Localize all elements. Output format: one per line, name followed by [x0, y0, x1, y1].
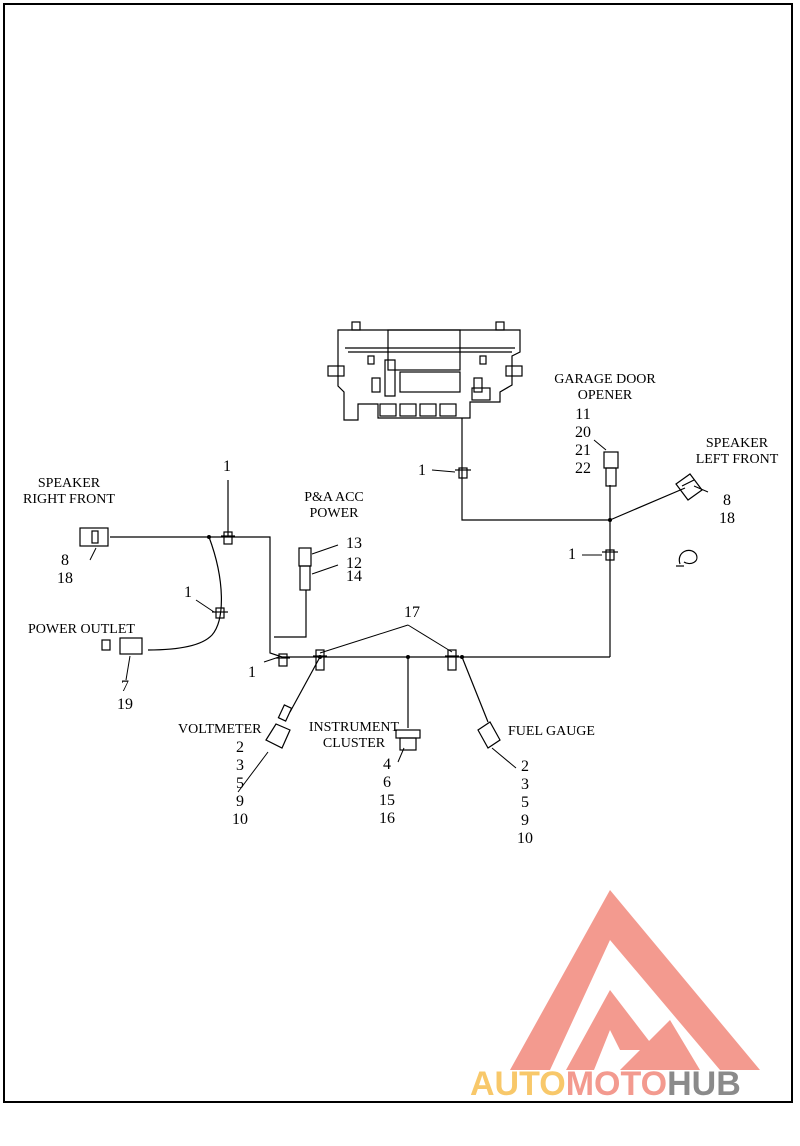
label-power-outlet: POWER OUTLET: [28, 622, 135, 637]
callouts-garage: 11 20 21 22: [575, 406, 591, 477]
callouts-outlet: 7 19: [117, 678, 133, 713]
loose-clip: [676, 549, 698, 567]
callouts-fuel: 2 3 5 9 10: [517, 758, 533, 847]
brand-hub: HUB: [667, 1065, 741, 1103]
label-instrument-cluster: INSTRUMENT CLUSTER: [308, 720, 400, 751]
callout-1-top: 1: [223, 458, 231, 475]
clip-1-upper-left: [221, 531, 235, 545]
connector-speaker-right: [79, 527, 109, 547]
label-fuel-gauge: FUEL GAUGE: [508, 724, 595, 739]
console-bracket: [327, 321, 523, 421]
connector-pa-acc: [298, 547, 312, 591]
callout-1-left: 1: [184, 584, 192, 601]
connector-garage: [603, 451, 619, 487]
callout-17: 17: [404, 604, 420, 621]
callout-1-right: 1: [568, 546, 576, 563]
clip-1-left-mid: [212, 607, 228, 619]
label-voltmeter: VOLTMETER: [178, 722, 262, 737]
callout-13: 13: [346, 535, 362, 552]
clip-1-top: [455, 467, 471, 479]
harness-wires: [110, 418, 686, 728]
clip-1-right: [602, 549, 618, 561]
label-speaker-left-front: SPEAKER LEFT FRONT: [695, 436, 779, 467]
callouts-speaker-right: 8 18: [57, 552, 73, 587]
brand-auto: AUTO: [470, 1065, 566, 1103]
callout-14: 14: [346, 568, 362, 585]
callouts-voltmeter: 2 3 5 9 10: [232, 739, 248, 828]
connector-speaker-left: [675, 473, 703, 501]
clip-17-right: [445, 649, 459, 671]
label-garage-door-opener: GARAGE DOOR OPENER: [554, 372, 656, 403]
connector-outlet: [101, 637, 143, 655]
callout-12: 12: [346, 555, 362, 572]
callouts-speaker-left: 8 18: [719, 492, 735, 527]
leader-lines: [89, 439, 709, 793]
callout-1-upper: 1: [418, 462, 426, 479]
label-pa-acc-power: P&A ACC POWER: [304, 490, 364, 521]
callout-1-bottom: 1: [248, 664, 256, 681]
clip-1-bottom: [276, 653, 290, 667]
connector-voltmeter: [265, 704, 293, 749]
label-speaker-right-front: SPEAKER RIGHT FRONT: [23, 476, 115, 507]
brand-moto: MOTO: [565, 1065, 668, 1103]
diagram-frame: [3, 3, 793, 1103]
watermark-logo-icon: [510, 890, 760, 1070]
connector-cluster: [395, 729, 421, 751]
callouts-cluster: 4 6 15 16: [379, 756, 395, 827]
watermark-brand: AUTOMOTOHUB: [470, 1065, 741, 1104]
connector-fuel: [477, 721, 501, 749]
